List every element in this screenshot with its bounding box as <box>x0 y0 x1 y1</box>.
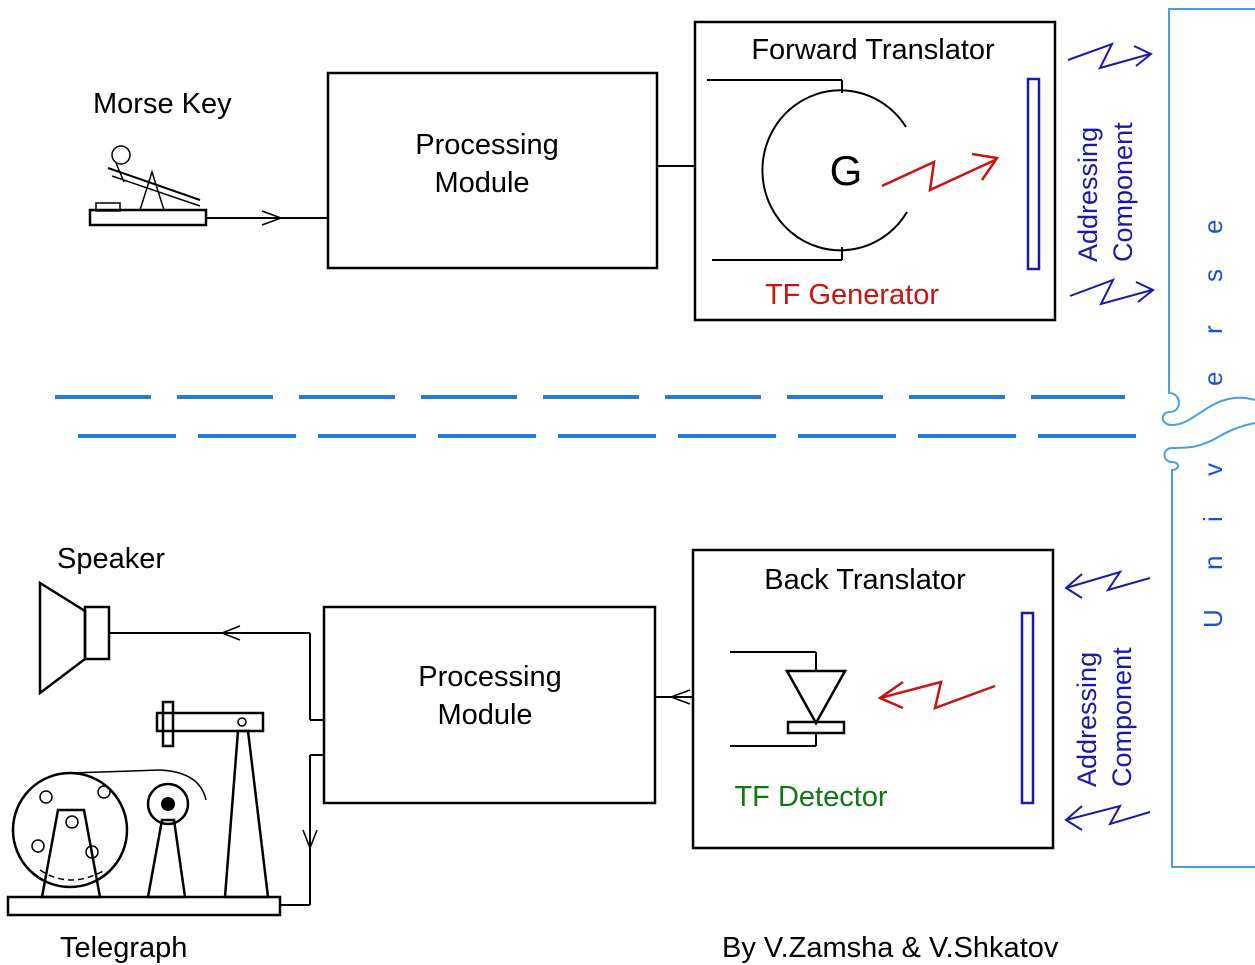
addressing-bottom-line1: Addressing <box>1072 652 1102 787</box>
universe-letter-v: v <box>1198 463 1228 476</box>
addressing-signal-out-lower <box>1069 278 1155 306</box>
tf-generator-label: TF Generator <box>765 279 939 311</box>
tf-signal-arrow-bottom <box>877 680 996 710</box>
universe-letter-n: n <box>1198 556 1228 570</box>
tf-detector-label: TF Detector <box>734 781 887 813</box>
processing-to-telegraph-wire <box>280 754 324 906</box>
universe-letter-r: r <box>1198 325 1228 334</box>
processing-to-speaker-wire <box>109 625 324 721</box>
universe-letter-e2: e <box>1198 220 1228 234</box>
forward-translator-box <box>693 20 1057 322</box>
morse-key-label: Morse Key <box>93 88 232 120</box>
processing-bottom-line1: Processing <box>418 661 561 693</box>
speaker-label: Speaker <box>57 543 165 575</box>
addressing-signal-in-lower <box>1064 804 1151 831</box>
universe-letter-s: s <box>1198 269 1228 282</box>
diode-detector-icon <box>730 651 848 747</box>
generator-symbol: G <box>830 147 863 194</box>
universe-bracket <box>1161 8 1255 868</box>
addressing-bottom-line2: Component <box>1107 647 1137 787</box>
morse-key-icon <box>88 145 208 227</box>
processing-top-line2: Module <box>434 167 529 199</box>
addressing-signal-in-upper <box>1064 570 1151 599</box>
universe-word: U n i v e r s e <box>1198 220 1228 628</box>
translator-to-processing-wire <box>655 689 693 705</box>
speaker-icon <box>38 580 111 696</box>
generator-icon <box>707 79 908 261</box>
back-translator-box <box>691 548 1055 850</box>
telegraph-label: Telegraph <box>60 932 187 964</box>
processing-module-bottom-box <box>322 605 657 805</box>
universe-letter-i: i <box>1198 516 1228 522</box>
addressing-signal-out-upper <box>1067 42 1153 70</box>
forward-translator-label: Forward Translator <box>751 34 995 66</box>
universe-letter-e: e <box>1198 372 1228 386</box>
processing-top-line1: Processing <box>415 129 558 161</box>
addressing-bar-top <box>1026 77 1041 271</box>
processing-module-top-box <box>326 71 659 270</box>
key-to-processing-wire <box>206 210 328 226</box>
credit-text: By V.Zamsha & V.Shkatov <box>722 932 1059 964</box>
telegraph-icon <box>6 700 282 917</box>
addressing-bar-bottom <box>1020 611 1035 805</box>
processing-bottom-line2: Module <box>437 699 532 731</box>
addressing-top-line2: Component <box>1108 122 1138 262</box>
tf-signal-arrow-top <box>881 152 1000 193</box>
addressing-top-line1: Addressing <box>1073 127 1103 262</box>
back-translator-label: Back Translator <box>764 564 966 596</box>
universe-letter-u: U <box>1198 609 1228 628</box>
